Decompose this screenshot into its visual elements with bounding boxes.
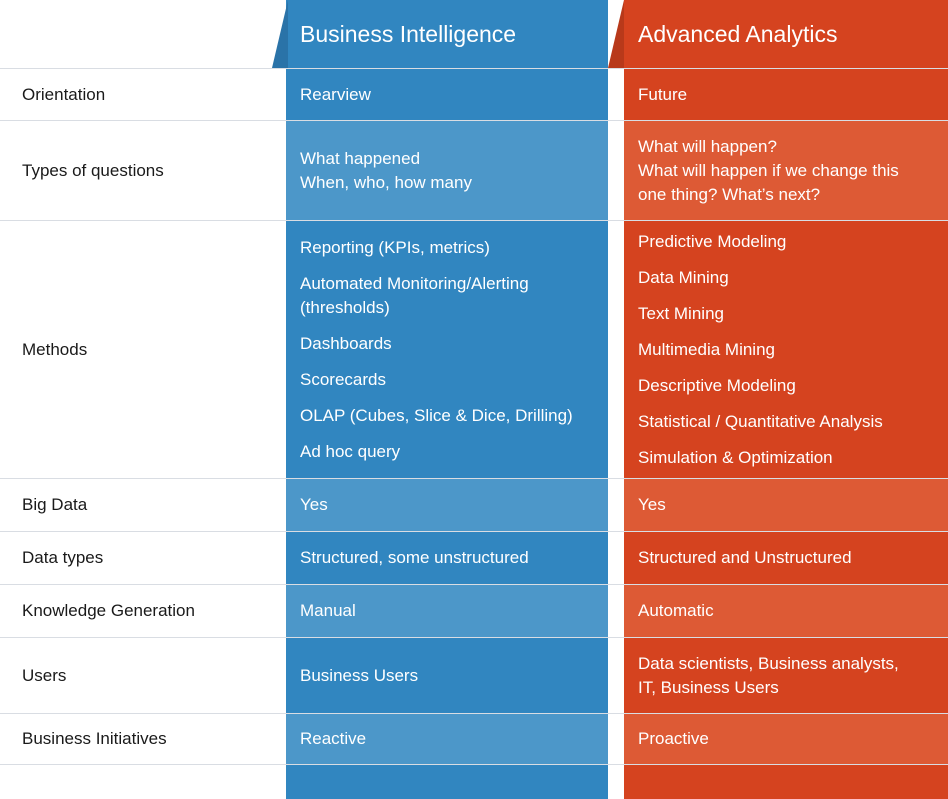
bi-cell: Reactive	[286, 714, 608, 764]
bi-cell: Manual	[286, 585, 608, 637]
cell-text: Automatic	[638, 601, 714, 620]
row-label: Knowledge Generation	[22, 601, 195, 620]
row-methods: Methods Reporting (KPIs, metrics) Automa…	[0, 220, 948, 478]
aa-cell: What will happen? What will happen if we…	[624, 121, 948, 220]
cell-text: Structured and Unstructured	[638, 548, 852, 567]
aa-cell: Data scientists, Business analysts, IT, …	[624, 638, 948, 713]
method-item: Predictive Modeling	[638, 231, 787, 251]
bi-cell: Rearview	[286, 69, 608, 120]
method-item: Data Mining	[638, 267, 729, 287]
row-label: Types of questions	[22, 160, 164, 180]
cell-text: one thing? What’s next?	[638, 184, 821, 204]
cell-text: Yes	[300, 495, 328, 514]
row-business-initiatives: Business Initiatives Reactive Proactive	[0, 713, 948, 765]
row-label: Big Data	[22, 495, 88, 514]
method-item: Ad hoc query	[300, 441, 401, 461]
row-data-types: Data types Structured, some unstructured…	[0, 531, 948, 584]
row-orientation: Orientation Rearview Future	[0, 68, 948, 120]
method-item: Simulation & Optimization	[638, 447, 833, 467]
bi-cell: Yes	[286, 479, 608, 531]
bi-cell: What happened When, who, how many	[286, 121, 608, 220]
cell-text: What happened	[300, 148, 421, 168]
bi-header-fold	[272, 0, 288, 68]
method-item: Multimedia Mining	[638, 339, 775, 359]
bi-cell: Business Users	[286, 638, 608, 713]
aa-column-title: Advanced Analytics	[638, 20, 838, 47]
cell-text: When, who, how many	[300, 172, 472, 192]
cell-text: Reactive	[300, 729, 367, 748]
bi-column-title: Business Intelligence	[300, 20, 517, 47]
row-big-data: Big Data Yes Yes	[0, 478, 948, 531]
cell-text: Data scientists, Business analysts,	[638, 653, 899, 673]
cell-text: Future	[638, 84, 688, 104]
aa-cell: Automatic	[624, 585, 948, 637]
row-types-of-questions: Types of questions What happened When, w…	[0, 120, 948, 220]
method-item: Reporting (KPIs, metrics)	[300, 237, 490, 257]
method-item: Descriptive Modeling	[638, 375, 796, 395]
method-item: Scorecards	[300, 369, 386, 389]
method-item: Dashboards	[300, 333, 392, 353]
aa-cell: Structured and Unstructured	[624, 532, 948, 584]
aa-column-footer	[624, 765, 948, 799]
aa-cell: Proactive	[624, 714, 948, 764]
method-item: Automated Monitoring/Alerting	[300, 273, 529, 293]
cell-text: Structured, some unstructured	[300, 548, 529, 567]
row-label: Methods	[22, 339, 88, 359]
aa-cell: Predictive Modeling Data Mining Text Min…	[624, 221, 948, 478]
row-label: Data types	[22, 548, 104, 567]
method-item: (thresholds)	[300, 297, 390, 317]
cell-text: Rearview	[300, 84, 371, 104]
method-item: Text Mining	[638, 303, 724, 323]
cell-text: What will happen?	[638, 136, 777, 156]
bi-cell: Reporting (KPIs, metrics) Automated Moni…	[286, 221, 608, 478]
cell-text: Proactive	[638, 729, 709, 748]
cell-text: Yes	[638, 495, 666, 514]
bi-cell: Structured, some unstructured	[286, 532, 608, 584]
cell-text: Manual	[300, 601, 356, 620]
bi-column-footer	[286, 765, 608, 799]
aa-cell: Future	[624, 69, 948, 120]
row-knowledge-generation: Knowledge Generation Manual Automatic	[0, 584, 948, 637]
method-item: Statistical / Quantitative Analysis	[638, 411, 883, 431]
row-label: Orientation	[22, 84, 106, 104]
cell-text: Business Users	[300, 665, 419, 685]
row-label: Users	[22, 665, 67, 685]
row-users: Users Business Users Data scientists, Bu…	[0, 637, 948, 713]
method-item: OLAP (Cubes, Slice & Dice, Drilling)	[300, 405, 573, 425]
cell-text: IT, Business Users	[638, 677, 779, 697]
cell-text: What will happen if we change this	[638, 160, 899, 180]
aa-cell: Yes	[624, 479, 948, 531]
row-label: Business Initiatives	[22, 729, 167, 748]
aa-header-fold	[608, 0, 624, 68]
